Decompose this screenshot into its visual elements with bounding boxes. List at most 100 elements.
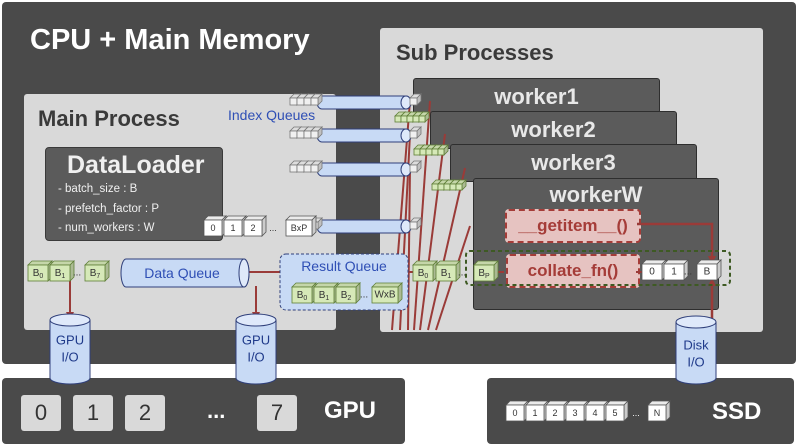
data-queue-ellipsis: ...	[73, 268, 81, 279]
result-queue-ellipsis: ...	[360, 290, 368, 301]
index-batch-cell-2	[243, 215, 267, 237]
index-queue-stack-cell-1-0-front	[289, 97, 298, 106]
index-queue-out-cell-4-front	[409, 221, 418, 230]
index-queue-stack-cell-2-3-front	[310, 130, 319, 139]
ssd-cell-0-front	[505, 404, 525, 422]
collate-cell-text-0: 0	[649, 267, 655, 278]
ssd-cell-5	[605, 400, 629, 422]
result-queue-cell-2	[335, 282, 361, 304]
ssd-cell-4	[585, 400, 609, 422]
result-out-cell-2-side	[493, 260, 499, 282]
index-queue-cylinder-1	[316, 95, 412, 110]
gpu-io-cylinder-2	[235, 313, 277, 385]
result-queue-cell-text-1: B1	[319, 290, 330, 302]
gpu-device-0: 0	[21, 395, 61, 431]
result-queue-label: Result Queue	[301, 258, 387, 274]
index-queue-cylinder-3-body	[316, 162, 412, 177]
result-out-cell-2	[473, 260, 499, 282]
worker-green-cell-2-4-front	[437, 148, 445, 156]
index-queue-out-cell-1-front	[409, 97, 418, 106]
index-queue-out-cell-3-front	[409, 164, 418, 173]
ssd-cell-text-4: 4	[592, 408, 597, 418]
index-batch-ellipsis: ...	[269, 223, 277, 233]
gpu-device-2: 2	[125, 395, 165, 431]
worker-green-cell-3-0-front	[431, 183, 439, 191]
ssd-cell-5-side	[623, 400, 629, 422]
result-queue-cell-2-front	[335, 286, 357, 304]
data-queue-cell-text-0: B0	[33, 268, 44, 280]
ssd-cell-text-2: 2	[552, 408, 557, 418]
collate-cell-1	[663, 259, 689, 281]
index-batch-cell-3-top	[285, 215, 317, 221]
worker-green-cell-2-2-front	[425, 148, 433, 156]
gpu-io-cylinder-2-body	[235, 319, 277, 385]
param-batch-size: - batch_size : B	[58, 183, 138, 195]
data-queue-cell-2-side	[104, 260, 110, 282]
ssd-ellipsis: ...	[632, 408, 640, 418]
data-queue-cell-text-1: B1	[55, 268, 66, 280]
worker-1: worker1	[413, 78, 660, 116]
disk-io-line2: I/O	[687, 355, 704, 370]
index-queue-out-cell-2-front	[409, 130, 418, 139]
connector-lines	[66, 100, 731, 378]
gpu-io-cylinder-1-cap	[49, 313, 91, 327]
worker-green-cell-2-4	[437, 144, 449, 156]
index-batch-cell-3-side	[311, 215, 317, 237]
collate-cell-0	[641, 259, 667, 281]
disk-io-cylinder-body	[675, 321, 717, 385]
queue-shapes	[27, 93, 722, 422]
fan-line-5	[419, 133, 446, 331]
index-batch-text-0: 0	[210, 223, 215, 233]
disk-io-cylinder-cap	[675, 315, 717, 329]
result-queue-cell-3-front	[371, 286, 399, 304]
worker-green-cell-3-4-front	[455, 183, 463, 191]
index-batch-text-2: 2	[250, 223, 255, 233]
sub-processes-title: Sub Processes	[396, 40, 554, 65]
result-out-cell-0-front	[412, 264, 434, 282]
index-queue-stack-cell-3-1-front	[296, 164, 305, 173]
ssd-cell-text-5: 5	[612, 408, 617, 418]
dataloader-box	[45, 147, 223, 241]
gpu-panel	[2, 378, 405, 444]
index-queue-cylinder-2	[316, 128, 412, 143]
gpu-io-cylinder-1-body	[49, 319, 91, 385]
result-out-cell-2-front	[473, 264, 495, 282]
worker-green-cell-2-1-front	[419, 148, 427, 156]
cpu-memory-title: CPU + Main Memory	[30, 24, 310, 56]
index-queue-stack-cell-2-1-front	[296, 130, 305, 139]
result-queue-cell-1-front	[313, 286, 335, 304]
worker-green-cell-1-3-front	[412, 115, 420, 123]
data-queue-cell-2	[84, 260, 110, 282]
data-queue-cell-1-front	[49, 264, 71, 282]
index-batch-cell-3-front	[285, 219, 313, 237]
dataloader-title: DataLoader	[67, 151, 205, 179]
worker-green-cell-1-0-front	[394, 115, 402, 123]
result-out-cell-text-0: B0	[418, 268, 429, 280]
fan-line-4	[413, 100, 431, 331]
param-num-workers: - num_workers : W	[58, 222, 155, 234]
gpu-io-cylinder-1	[49, 313, 91, 385]
index-batch-text-1: 1	[230, 223, 235, 233]
result-out-ellipsis: ...	[458, 268, 466, 279]
result-queue-cell-3-top	[371, 282, 403, 288]
ssd-title: SSD	[712, 398, 762, 425]
result-queue-cell-3-side	[397, 282, 403, 304]
result-out-cell-text-2: BP	[478, 268, 490, 280]
index-queue-cylinder-3	[316, 162, 412, 177]
index-queue-stack-cell-1-2-front	[303, 97, 312, 106]
index-batch-cell-0-front	[203, 219, 223, 237]
worker-green-cell-3-2-front	[443, 183, 451, 191]
result-queue-cell-0-front	[291, 286, 313, 304]
worker-green-cell-1-4	[418, 111, 430, 123]
data-queue-cell-1	[49, 260, 75, 282]
data-queue-cell-0-front	[27, 264, 49, 282]
gpu-device-7: 7	[257, 395, 297, 431]
data-queue-label: Data Queue	[144, 265, 220, 281]
ssd-cell-2	[545, 400, 569, 422]
index-queue-stack-cell-1-3-front	[310, 97, 319, 106]
fan-line-6	[427, 167, 466, 331]
index-queue-stack-cell-2-2-front	[303, 130, 312, 139]
index-queue-cylinder-2-body	[316, 128, 412, 143]
worker-green-cell-3-3-front	[449, 183, 457, 191]
